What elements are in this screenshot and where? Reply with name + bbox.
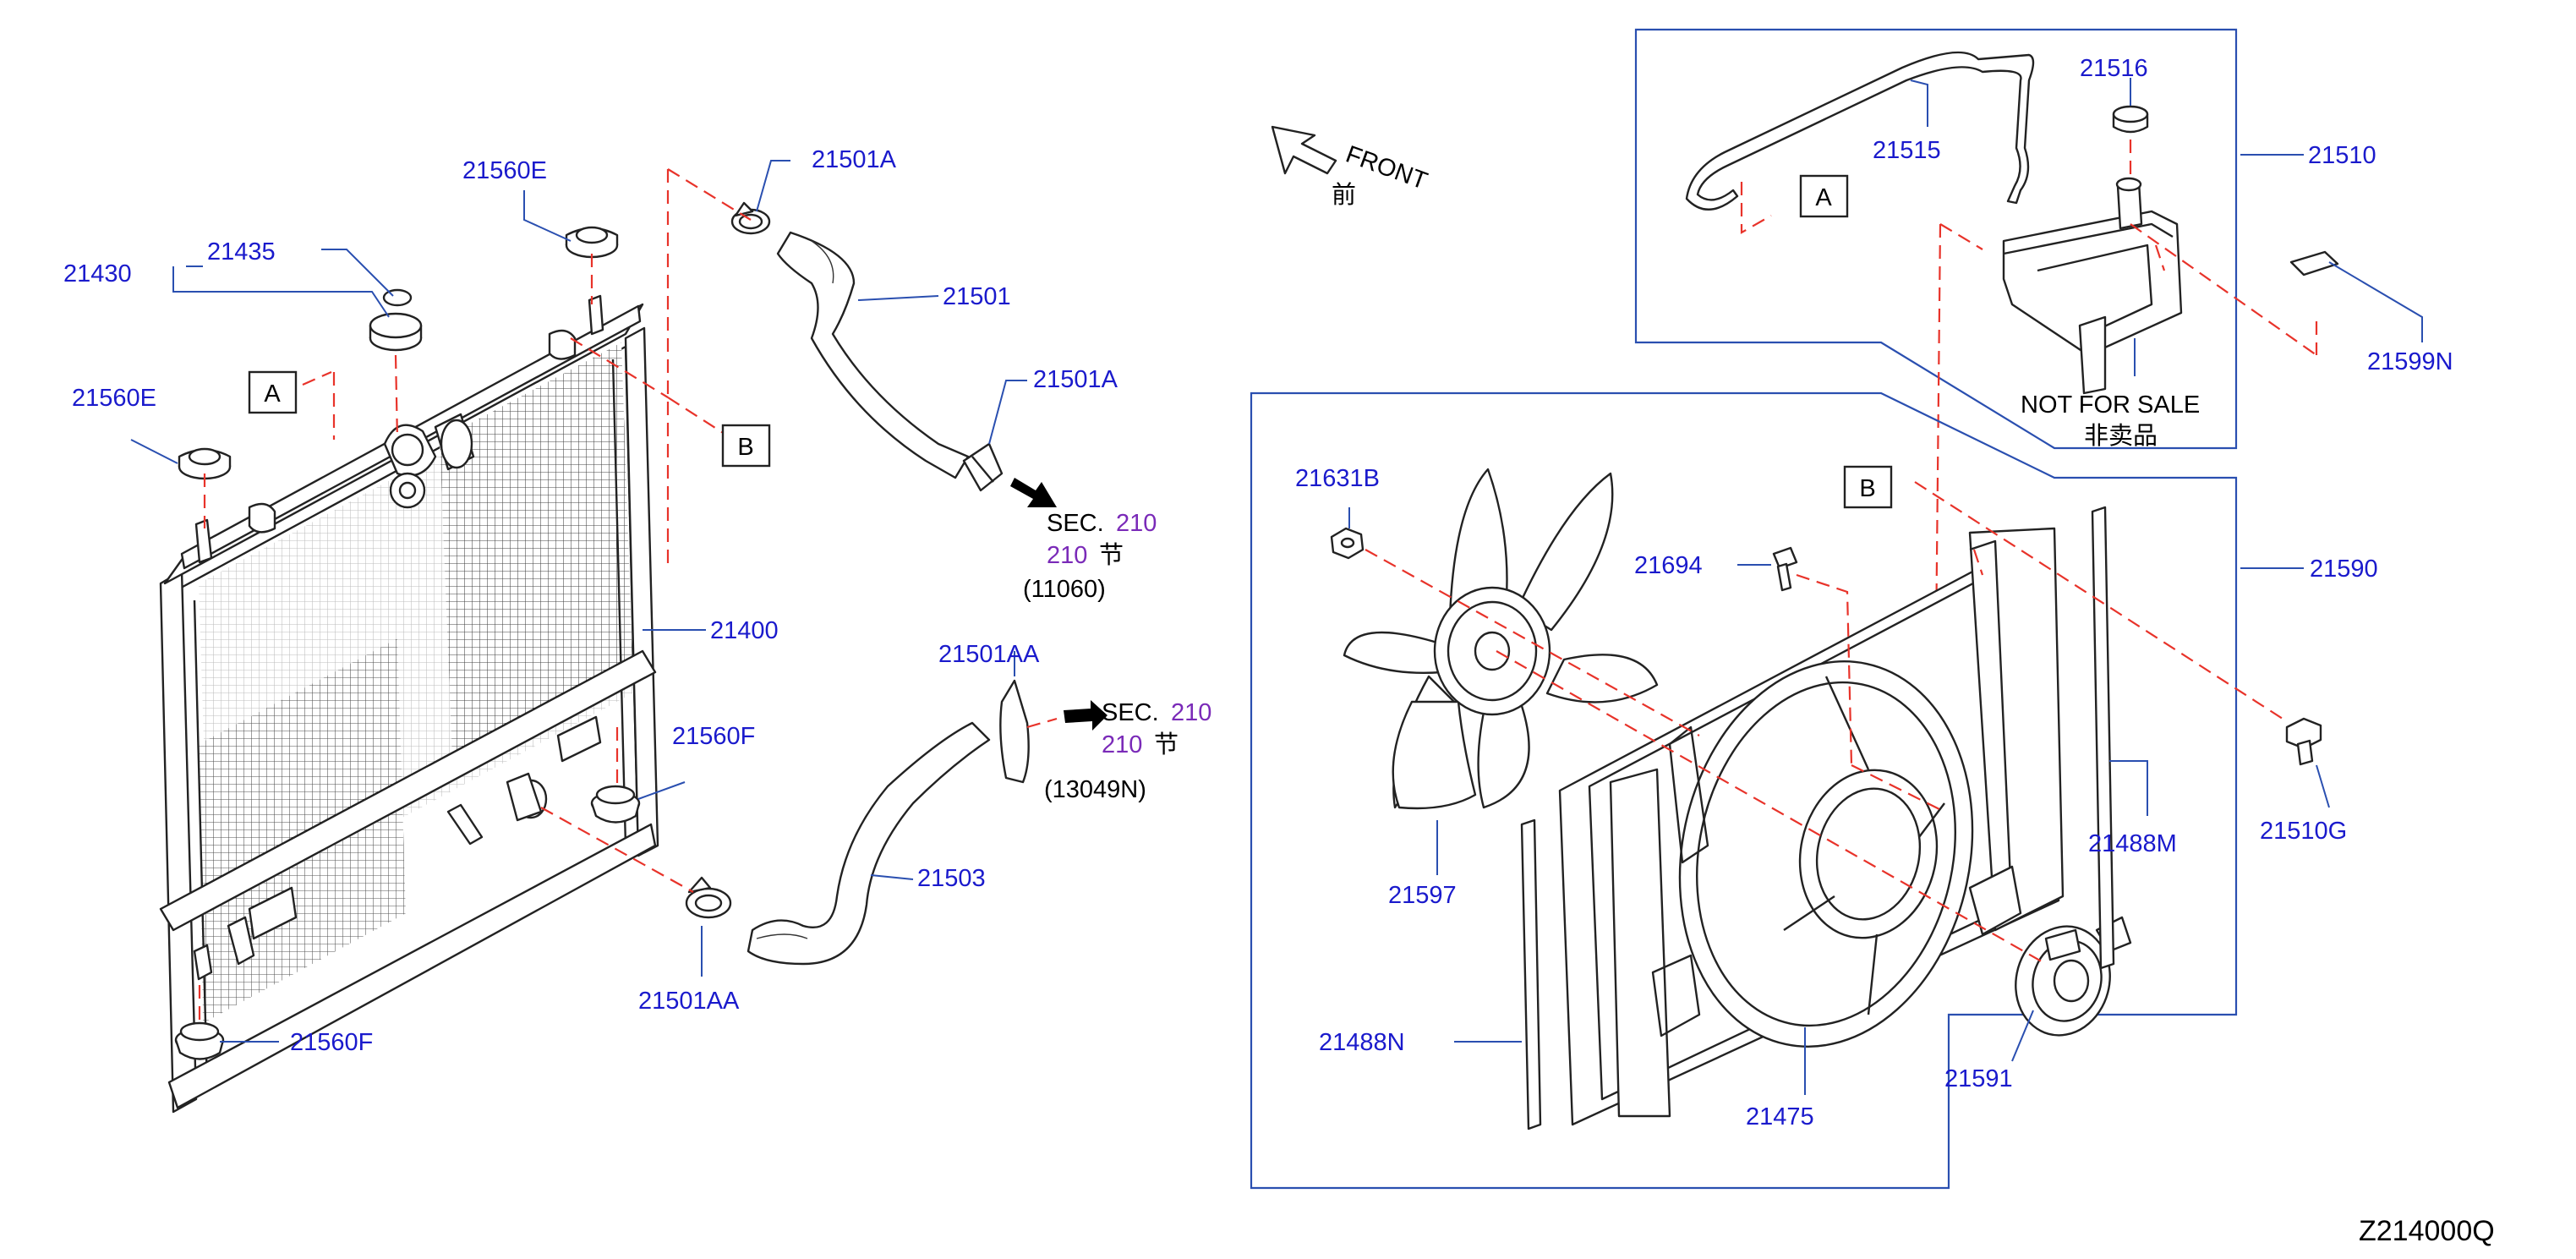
part-21560F-bottom: 21560F	[290, 1029, 373, 1056]
clamp-21501AA-bottom	[685, 876, 732, 919]
part-21501A-lower: 21501A	[1033, 366, 1118, 393]
ref-tag-a-right: A	[1799, 174, 1849, 218]
reservoir-cap	[2112, 105, 2149, 134]
part-21503: 21503	[917, 865, 986, 892]
grommet-21560F-mid	[590, 785, 641, 824]
sec-number: 210	[1171, 699, 1211, 726]
part-21560E-top: 21560E	[462, 157, 547, 184]
reservoir-leaders	[1910, 78, 2423, 376]
reservoir-dashed-guides	[1740, 140, 2318, 643]
reservoir-hose	[1685, 51, 2035, 211]
not-for-sale-cjk: 非卖品	[2084, 421, 2158, 450]
part-21430: 21430	[63, 260, 132, 287]
section-ref-1: SEC. 210 210 节 (11060)	[1023, 510, 1157, 603]
reservoir-kit-box	[1634, 28, 2238, 450]
part-21599N: 21599N	[2367, 348, 2453, 375]
part-21516: 21516	[2080, 55, 2148, 82]
seal-21488N	[1520, 818, 1542, 1130]
sec-number-2: 210	[1102, 731, 1142, 758]
fan-kit-box	[1250, 391, 2238, 1190]
fan-leaders	[1348, 507, 2330, 1095]
part-21560E-left: 21560E	[72, 385, 156, 412]
left-dashed-guides	[198, 168, 1058, 1023]
bolt-21510G	[2285, 717, 2322, 766]
part-21590: 21590	[2310, 556, 2378, 583]
sec-code: (13049N)	[1044, 776, 1146, 803]
nut-21631B	[1330, 527, 1365, 560]
grommet-21560E-left	[178, 447, 232, 480]
upper-hose	[776, 231, 970, 479]
sec-code: (11060)	[1023, 576, 1106, 603]
part-21597: 21597	[1388, 882, 1457, 909]
part-21475: 21475	[1746, 1103, 1814, 1130]
not-for-sale: NOT FOR SALE	[2021, 391, 2200, 419]
ref-tag-b-left: B	[721, 424, 771, 468]
part-21501AA-top: 21501AA	[938, 641, 1040, 668]
lower-hose	[747, 721, 991, 966]
clamp-21501AA-top	[999, 679, 1030, 784]
diagram-code: Z214000Q	[2359, 1215, 2495, 1247]
part-21631B: 21631B	[1295, 465, 1380, 492]
ref-tag-label: A	[1815, 184, 1832, 211]
seal-21488M	[2091, 506, 2115, 970]
radiator-cap	[369, 288, 423, 352]
fan-dashed-guides	[1365, 481, 2283, 965]
ref-tag-label: B	[737, 434, 753, 461]
ref-tag-label: B	[1859, 475, 1875, 502]
sec-arrow-icon-2	[1064, 700, 1108, 731]
grommet-21560E-top	[565, 226, 619, 259]
sec-label: SEC.	[1047, 510, 1104, 537]
section-ref-2: SEC. 210 210 节 (13049N)	[1044, 699, 1211, 803]
part-21501: 21501	[943, 283, 1011, 310]
label-sticker	[2289, 250, 2339, 276]
part-21501AA-bottom: 21501AA	[638, 988, 740, 1015]
sec-arrow-icon-1	[1010, 478, 1057, 507]
sec-label: SEC.	[1102, 699, 1159, 726]
fan-shroud	[1558, 527, 2065, 1126]
part-21591: 21591	[1944, 1065, 2013, 1092]
sec-cjk: 节	[1154, 730, 1179, 758]
front-label-cjk: 前	[1332, 180, 1356, 209]
clamp-21501A-top	[730, 201, 771, 235]
ref-tag-label: A	[264, 380, 281, 408]
radiator	[159, 294, 659, 1114]
part-21560F-mid: 21560F	[672, 723, 755, 750]
ref-tag-a-left: A	[248, 370, 298, 414]
grommet-21560F-bottom	[174, 1021, 225, 1060]
part-21694: 21694	[1634, 552, 1703, 579]
bolt-21694	[1772, 546, 1798, 592]
sec-number: 210	[1116, 510, 1157, 537]
part-21515: 21515	[1873, 137, 1941, 164]
part-21435: 21435	[207, 238, 276, 265]
front-direction-indicator: FRONT 前	[1271, 125, 1431, 209]
clamp-21501A-lower	[962, 442, 1004, 492]
part-21501A-top: 21501A	[812, 146, 897, 173]
left-leaders	[130, 160, 1027, 1043]
ref-tag-b-right: B	[1843, 465, 1893, 509]
reservoir-tank	[2002, 177, 2183, 395]
part-21488N: 21488N	[1319, 1029, 1405, 1056]
part-21400: 21400	[710, 617, 779, 644]
sec-number-2: 210	[1047, 542, 1087, 569]
sec-cjk: 节	[1099, 540, 1124, 569]
part-21510: 21510	[2308, 142, 2376, 169]
part-21510G: 21510G	[2260, 818, 2347, 845]
cooling-fan	[1343, 468, 1659, 810]
part-21488M: 21488M	[2088, 830, 2177, 857]
front-arrow-icon	[1271, 125, 1337, 175]
